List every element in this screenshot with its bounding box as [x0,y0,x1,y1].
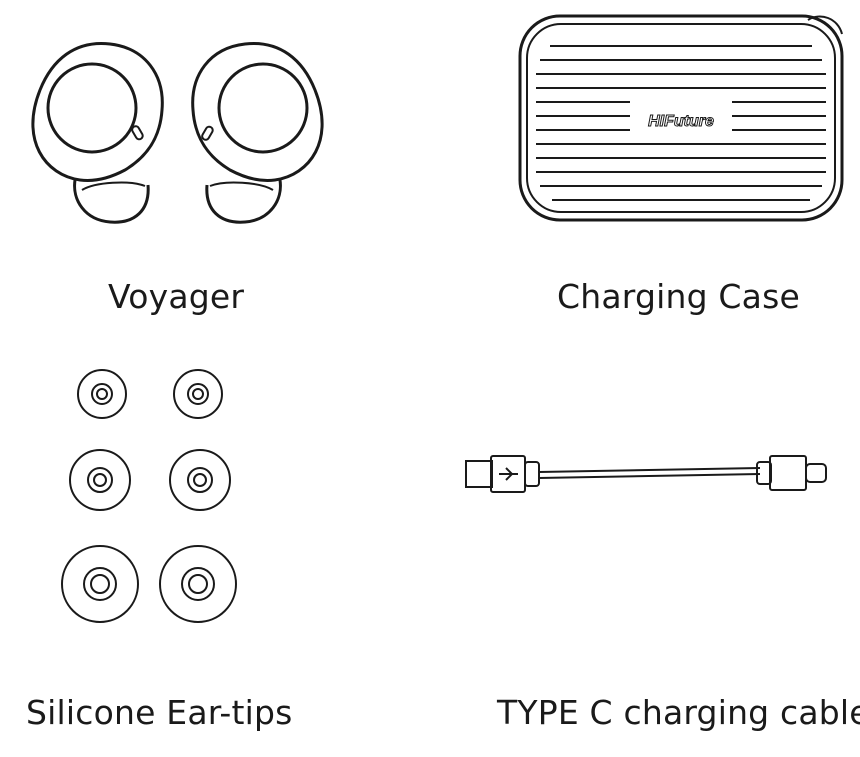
case-brand-logo: HIFuture [648,113,714,130]
cable-label: TYPE C charging cable [497,693,860,732]
charging-case-label: Charging Case [557,277,800,316]
ear-tips-label: Silicone Ear-tips [26,693,293,732]
voyager-label: Voyager [108,277,245,316]
